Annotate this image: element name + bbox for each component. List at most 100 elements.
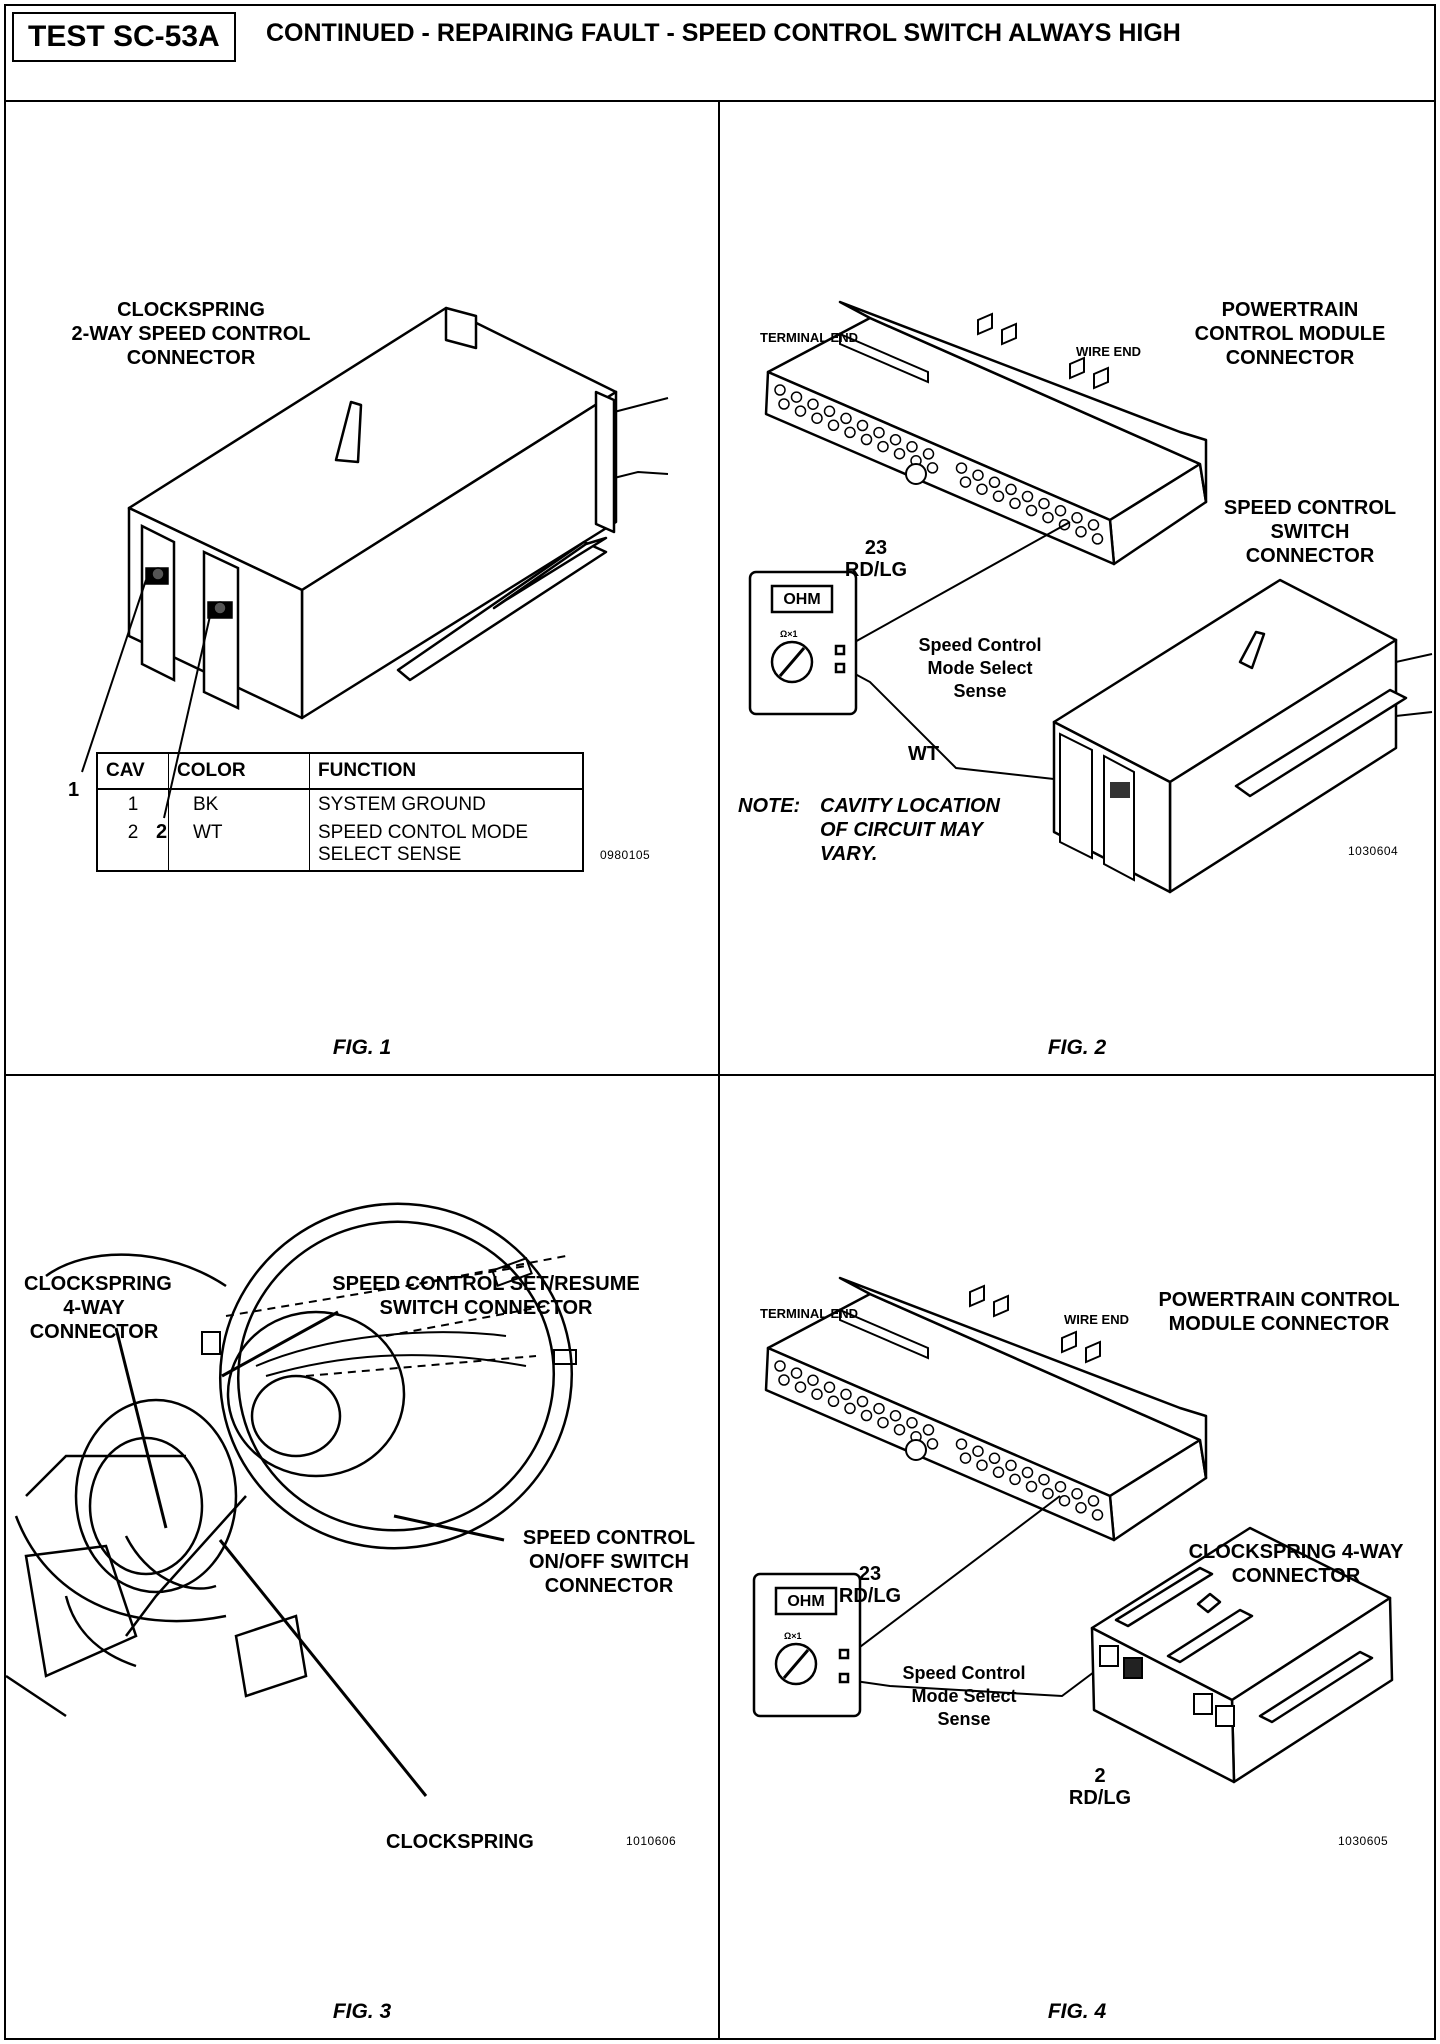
terminal-pin <box>1071 1488 1083 1500</box>
fig3-caption: FIG. 3 <box>332 2000 392 2023</box>
terminal-pin <box>840 412 852 425</box>
fig3-drawing-code: 1010606 <box>626 1834 677 1848</box>
terminal-pin <box>778 1374 790 1386</box>
terminal-pin <box>959 476 972 488</box>
terminal-pin <box>844 1402 856 1415</box>
pcm-to-switch-ohmmeter-drawing <box>748 300 1433 894</box>
figure-2-panel: TERMINAL END WIRE END POWERTRAIN CONTROL… <box>720 102 1434 1076</box>
fig4-cs-line-1: CLOCKSPRING 4-WAY <box>1188 1541 1404 1563</box>
terminal-pin <box>860 433 873 446</box>
clockspring-2way-connector-drawing <box>81 306 669 819</box>
fig4-meter-display: OHM <box>787 1593 825 1610</box>
fig2-pcm-line-1: POWERTRAIN <box>1221 299 1359 321</box>
terminal-pin <box>1038 1473 1050 1486</box>
terminal-pin <box>860 1409 873 1422</box>
fig4-sense-line-1: Speed Control <box>902 1663 1026 1683</box>
terminal-pin <box>1075 1502 1087 1514</box>
fig4-wire-color: RD/LG <box>838 1585 902 1607</box>
terminal-pin <box>873 426 885 439</box>
terminal-pin <box>1075 526 1087 538</box>
fig2-sense-label: Speed Control Mode Select Sense <box>900 634 1060 703</box>
terminal-pin <box>906 1417 918 1429</box>
terminal-pin <box>988 476 1001 489</box>
terminal-pin <box>807 1374 819 1386</box>
fig4-sense-line-3: Sense <box>937 1709 991 1729</box>
cav-cell: 2 <box>97 818 169 871</box>
fig3-on-off-label: SPEED CONTROL ON/OFF SWITCH CONNECTOR <box>514 1526 704 1598</box>
terminal-pin <box>1042 1487 1054 1500</box>
terminal-pin <box>992 490 1005 503</box>
terminal-pin <box>827 419 840 432</box>
test-id-box: TEST SC-53A <box>12 12 236 62</box>
terminal-pin <box>889 433 902 446</box>
terminal-pin <box>926 462 939 474</box>
fig4-pcm-line-1: POWERTRAIN CONTROL <box>1158 1289 1400 1311</box>
fig2-terminal-end: TERMINAL END <box>760 330 858 345</box>
terminal-pin <box>1025 1480 1038 1493</box>
terminal-pin <box>790 391 803 403</box>
terminal-pin <box>1071 512 1083 524</box>
fig2-switch-line-3: CONNECTOR <box>1245 545 1375 567</box>
fig4-sense-line-2: Mode Select <box>911 1686 1017 1706</box>
figure-4-panel: TERMINAL END WIRE END POWERTRAIN CONTROL… <box>720 1076 1434 2038</box>
fig2-pcm-line-3: CONNECTOR <box>1225 347 1355 369</box>
terminal-pin <box>823 405 836 418</box>
color-cell: BK <box>168 789 310 818</box>
fig3-cs-line-2: 4-WAY <box>63 1297 125 1319</box>
terminal-pin <box>955 1438 968 1450</box>
fig3-oo-line-1: SPEED CONTROL <box>522 1527 696 1549</box>
fig2-sense-line-2: Mode Select <box>927 658 1033 678</box>
fig1-label-line-1: CLOCKSPRING <box>117 299 265 321</box>
fig2-meter-range: Ω×1 <box>780 629 798 639</box>
terminal-pin <box>1054 504 1067 517</box>
fig1-connector-label: CLOCKSPRING 2-WAY SPEED CONTROL CONNECTO… <box>66 298 316 370</box>
fig1-label-line-3: CONNECTOR <box>126 347 256 369</box>
terminal-pin <box>811 1388 823 1400</box>
terminal-pin <box>1005 1459 1017 1472</box>
terminal-pin <box>1091 533 1104 545</box>
fig4-pin-23: 23 <box>858 1563 882 1585</box>
fig2-drawing-code: 1030604 <box>1348 844 1399 858</box>
terminal-pin <box>790 1367 803 1379</box>
fig2-switch-line-2: SWITCH <box>1270 521 1350 543</box>
fig4-wire-end: WIRE END <box>1064 1312 1129 1327</box>
terminal-pin <box>811 412 823 424</box>
table-row: 1 BK SYSTEM GROUND <box>97 789 583 818</box>
terminal-pin <box>840 1388 852 1401</box>
page-header: TEST SC-53A CONTINUED - REPAIRING FAULT … <box>6 6 1434 102</box>
terminal-pin <box>992 1466 1005 1479</box>
fig4-drawing-code: 1030605 <box>1338 1834 1389 1848</box>
terminal-pin <box>774 1360 786 1372</box>
fig2-switch-line-1: SPEED CONTROL <box>1223 497 1397 519</box>
fig2-wire-end: WIRE END <box>1076 344 1141 359</box>
terminal-pin <box>926 1438 939 1450</box>
cavity-table-header: CAV COLOR FUNCTION <box>97 753 583 790</box>
fig2-meter-display: OHM <box>783 591 821 608</box>
fig3-sr-line-2: SWITCH CONNECTOR <box>379 1297 593 1319</box>
terminal-pin <box>873 1402 885 1415</box>
figure-3-panel: CLOCKSPRING 4-WAY CONNECTOR SPEED CONTRO… <box>5 1076 720 2038</box>
fig2-note-line-2: OF CIRCUIT MAY <box>820 819 983 841</box>
fig3-cs-line-1: CLOCKSPRING <box>24 1273 172 1295</box>
fig2-note-key: NOTE: <box>738 795 801 817</box>
terminal-pin <box>1042 511 1054 524</box>
terminal-pin <box>1054 1480 1067 1493</box>
terminal-pin <box>856 1395 869 1408</box>
fig1-label-line-2: 2-WAY SPEED CONTROL <box>71 323 311 345</box>
terminal-pin <box>1009 1473 1021 1486</box>
terminal-pin <box>827 1395 840 1408</box>
terminal-pin <box>877 440 889 453</box>
fig2-wire-color: RD/LG <box>844 559 908 581</box>
terminal-pin <box>976 483 988 495</box>
terminal-pin <box>922 1424 935 1436</box>
col-color: COLOR <box>168 753 310 790</box>
terminal-pin <box>1091 1509 1104 1521</box>
fig2-note-line-3: VARY. <box>820 843 878 865</box>
fig2-pcm-line-2: CONTROL MODULE <box>1194 323 1386 345</box>
terminal-pin <box>889 1409 902 1422</box>
terminal-pin <box>976 1459 988 1471</box>
terminal-pin <box>774 384 786 396</box>
fig4-caption: FIG. 4 <box>1047 2000 1107 2023</box>
col-cav: CAV <box>97 753 169 790</box>
fig2-sense-line-3: Sense <box>953 681 1007 701</box>
